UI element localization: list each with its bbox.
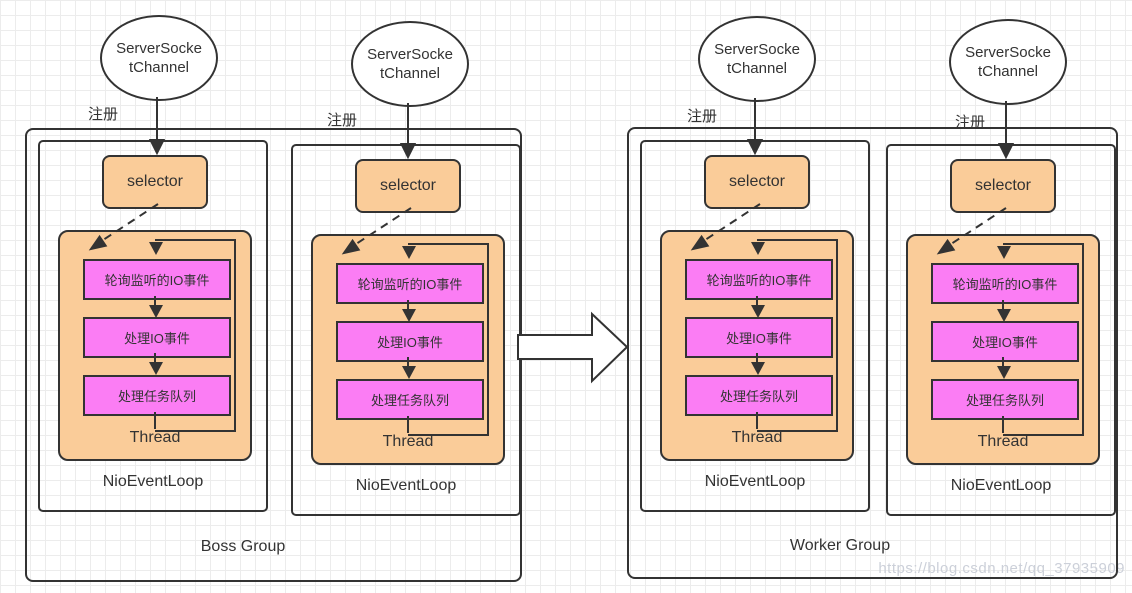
channel-text-line1: ServerSocke bbox=[116, 40, 202, 57]
loop-tail-connector bbox=[407, 416, 409, 433]
step-handle-task-queue: 处理任务队列 bbox=[336, 379, 484, 420]
selector-box: selector bbox=[950, 159, 1056, 213]
flow-connector bbox=[756, 353, 758, 364]
channel-text-line2: tChannel bbox=[379, 65, 441, 82]
nio-event-loop-box: selector 轮询监听的IO事件 处理IO事件 处理任务队列 Thread … bbox=[886, 144, 1116, 516]
flow-connector bbox=[407, 300, 409, 311]
nio-event-loop-box: selector 轮询监听的IO事件 处理IO事件 处理任务队列 Thread … bbox=[640, 140, 870, 512]
event-loop-cycle-path bbox=[757, 239, 838, 432]
watermark: https://blog.csdn.net/qq_37935909 bbox=[878, 560, 1125, 577]
loop-tail-connector bbox=[756, 412, 758, 429]
loop-arrowhead-icon bbox=[149, 242, 163, 255]
loop-arrowhead-icon bbox=[997, 246, 1011, 259]
channel-text-line2: tChannel bbox=[977, 63, 1039, 80]
loop-tail-connector bbox=[154, 412, 156, 429]
selector-box: selector bbox=[102, 155, 208, 209]
step-handle-io-events: 处理IO事件 bbox=[83, 317, 231, 358]
step-handle-task-queue: 处理任务队列 bbox=[83, 375, 231, 416]
nio-event-loop-label: NioEventLoop bbox=[355, 477, 457, 494]
step-handle-io-events: 处理IO事件 bbox=[931, 321, 1079, 362]
channel-text-line2: tChannel bbox=[726, 60, 788, 77]
event-loop-cycle-path bbox=[155, 239, 236, 432]
thread-box: 轮询监听的IO事件 处理IO事件 处理任务队列 Thread bbox=[311, 234, 505, 465]
flow-connector bbox=[756, 296, 758, 307]
step-handle-io-events: 处理IO事件 bbox=[336, 321, 484, 362]
thread-box: 轮询监听的IO事件 处理IO事件 处理任务队列 Thread bbox=[906, 234, 1100, 465]
nio-event-loop-label: NioEventLoop bbox=[704, 473, 806, 490]
arrowhead-icon bbox=[149, 362, 163, 375]
worker-group-label: Worker Group bbox=[789, 537, 891, 554]
boss-group-label: Boss Group bbox=[200, 538, 286, 555]
loop-arrowhead-icon bbox=[751, 242, 765, 255]
flow-connector bbox=[407, 357, 409, 368]
channel-text-line2: tChannel bbox=[128, 59, 190, 76]
step-handle-task-queue: 处理任务队列 bbox=[685, 375, 833, 416]
selector-box: selector bbox=[704, 155, 810, 209]
channel-text-line1: ServerSocke bbox=[367, 46, 453, 63]
step-poll-io-events: 轮询监听的IO事件 bbox=[336, 263, 484, 304]
server-socket-channel-node: ServerSocke tChannel bbox=[949, 19, 1067, 105]
register-label: 注册 bbox=[687, 108, 718, 125]
nio-event-loop-box: selector 轮询监听的IO事件 处理IO事件 处理任务队列 Thread … bbox=[291, 144, 521, 516]
step-poll-io-events: 轮询监听的IO事件 bbox=[83, 259, 231, 300]
arrowhead-icon bbox=[997, 366, 1011, 379]
flow-connector bbox=[1002, 357, 1004, 368]
nio-event-loop-label: NioEventLoop bbox=[950, 477, 1052, 494]
step-poll-io-events: 轮询监听的IO事件 bbox=[685, 259, 833, 300]
event-loop-cycle-path bbox=[1003, 243, 1084, 436]
register-label: 注册 bbox=[88, 106, 119, 123]
step-poll-io-events: 轮询监听的IO事件 bbox=[931, 263, 1079, 304]
thread-label: Thread bbox=[731, 429, 783, 446]
nio-event-loop-box: selector 轮询监听的IO事件 处理IO事件 处理任务队列 Thread … bbox=[38, 140, 268, 512]
thread-box: 轮询监听的IO事件 处理IO事件 处理任务队列 Thread bbox=[58, 230, 252, 461]
loop-tail-connector bbox=[1002, 416, 1004, 433]
register-label: 注册 bbox=[327, 112, 358, 129]
register-label: 注册 bbox=[955, 114, 986, 131]
arrowhead-icon bbox=[751, 362, 765, 375]
flow-connector bbox=[154, 296, 156, 307]
nio-event-loop-label: NioEventLoop bbox=[102, 473, 204, 490]
arrowhead-icon bbox=[149, 305, 163, 318]
server-socket-channel-node: ServerSocke tChannel bbox=[351, 21, 469, 107]
flow-connector bbox=[154, 353, 156, 364]
thread-label: Thread bbox=[129, 429, 181, 446]
server-socket-channel-node: ServerSocke tChannel bbox=[698, 16, 816, 102]
server-socket-channel-node: ServerSocke tChannel bbox=[100, 15, 218, 101]
channel-text-line1: ServerSocke bbox=[965, 44, 1051, 61]
arrowhead-icon bbox=[751, 305, 765, 318]
group-transfer-arrow bbox=[517, 311, 629, 384]
step-handle-task-queue: 处理任务队列 bbox=[931, 379, 1079, 420]
event-loop-cycle-path bbox=[408, 243, 489, 436]
flow-connector bbox=[1002, 300, 1004, 311]
thread-label: Thread bbox=[382, 433, 434, 450]
arrowhead-icon bbox=[402, 309, 416, 322]
selector-box: selector bbox=[355, 159, 461, 213]
channel-text-line1: ServerSocke bbox=[714, 41, 800, 58]
thread-box: 轮询监听的IO事件 处理IO事件 处理任务队列 Thread bbox=[660, 230, 854, 461]
arrowhead-icon bbox=[402, 366, 416, 379]
step-handle-io-events: 处理IO事件 bbox=[685, 317, 833, 358]
arrowhead-icon bbox=[997, 309, 1011, 322]
loop-arrowhead-icon bbox=[402, 246, 416, 259]
thread-label: Thread bbox=[977, 433, 1029, 450]
